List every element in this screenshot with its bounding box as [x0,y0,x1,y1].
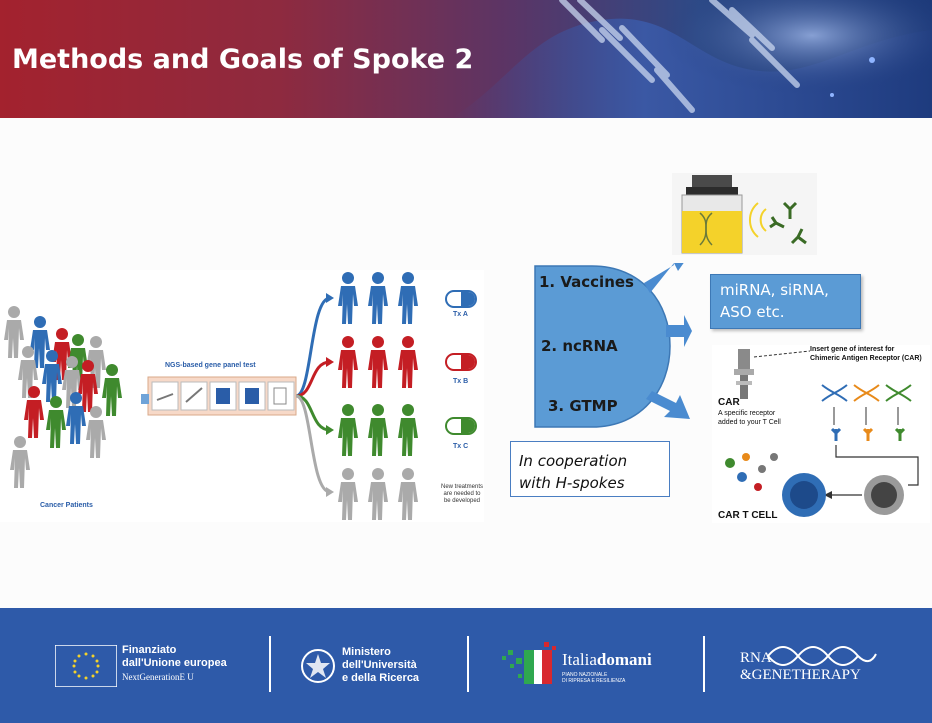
page-title: Methods and Goals of Spoke 2 [12,44,474,75]
tx-b-capsule-icon [445,353,477,371]
group-untreated-icon [338,468,418,520]
rna-box: miRNA, siRNA, ASO etc. [710,274,861,329]
goals-shape [534,263,692,428]
footer-separator [703,636,705,692]
car-t-cell-label: CAR T CELL [718,510,778,521]
car-receptor-icon [734,349,754,399]
dna-helix-green-icon [885,384,912,402]
dna-helix-blue-icon [821,384,848,402]
patients-diagram [4,272,418,520]
tx-b-label: Tx B [453,378,469,385]
group-tx-b-icon [338,336,418,388]
arrow-to-ncrna-icon [666,315,692,347]
cancer-patients-label: Cancer Patients [40,502,93,509]
italia-domani-brand: Italiadomani [562,650,652,669]
insert-gene-text: Insert gene of interest for Chimeric Ant… [810,346,922,362]
footer-separator [467,636,469,692]
dna-banner-image [452,0,932,118]
eu-flag-icon [55,645,117,687]
republic-emblem-icon [301,649,335,683]
next-generation-eu-text: NextGenerationE U [122,672,194,682]
cooperation-box: In cooperation with H-spokes [510,441,670,497]
car-label: CAR [718,397,740,408]
goal-gtmp: 3. GTMP [548,397,618,415]
group-tx-c-icon [338,404,418,456]
goal-ncrna: 2. ncRNA [541,337,618,355]
group-tx-a-icon [338,272,418,324]
italia-domani-logo-icon [502,642,556,684]
car-description: A specific receptor added to your T Cell [718,410,781,426]
new-treatments-note: New treatments are needed to be develope… [440,484,483,504]
tx-a-capsule-icon [445,290,477,308]
tx-c-capsule-icon [445,417,477,435]
t-cell-icon [864,475,904,515]
tx-c-label: Tx C [453,443,469,450]
dna-helix-orange-icon [853,384,880,402]
ngs-test-label: NGS-based gene panel test [165,362,256,369]
header-banner: Methods and Goals of Spoke 2 [0,0,932,118]
car-t-cell-icon [782,473,826,517]
footer-logos-bar: Finanziato dall'Unione europea NextGener… [0,608,932,723]
patient-crowd-icon [4,306,122,488]
vaccine-vial-image [672,173,817,255]
arrow-to-gtmp-icon [646,391,690,419]
precision-medicine-figure: NGS-based gene panel test Cancer Patient… [0,270,484,522]
arrow-to-vaccines-icon [644,263,684,293]
footer-separator [269,636,271,692]
tx-a-label: Tx A [453,311,468,318]
ngs-workflow-icon [141,376,297,416]
rna-genetherapy-logo-text: RNA &GENETHERAPY [740,650,861,683]
tumor-cells-icon [725,453,778,491]
rna-helix-logo-icon [768,646,877,666]
ministry-text: Ministero dell'Università e della Ricerc… [342,646,420,684]
eu-funding-text: Finanziato dall'Unione europea [122,644,227,669]
car-t-cell-image: Insert gene of interest for Chimeric Ant… [712,345,930,523]
pnrr-subtitle: PIANO NAZIONALE DI RIPRESA E RESILIENZA [562,672,626,684]
goal-vaccines: 1. Vaccines [539,273,634,291]
